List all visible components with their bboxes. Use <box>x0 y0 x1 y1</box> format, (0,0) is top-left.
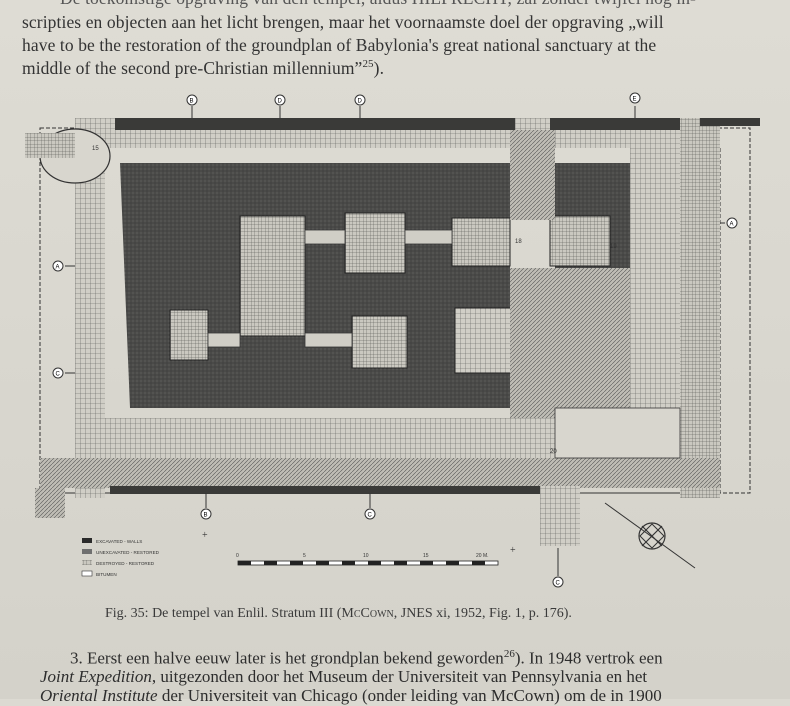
text-line-3: middle of the second pre-Christian mille… <box>22 58 384 79</box>
plus-mark-left: + <box>202 530 208 541</box>
scale-bar: 0 5 10 15 20 M. <box>236 553 499 566</box>
plus-mark-right: + <box>510 545 516 556</box>
scale-label-10: 10 <box>363 553 369 559</box>
svg-text:C: C <box>368 513 373 519</box>
room-18-label: 18 <box>515 239 522 245</box>
body-line-1-a: 3. Eerst een halve eeuw later is het gro… <box>70 648 504 668</box>
section-marker-right: A <box>720 217 738 229</box>
section-marker-left-1: A <box>52 260 75 272</box>
legend-label-bitumen: BITUMEN <box>96 572 117 577</box>
legend-swatch-unexcavated <box>82 549 92 554</box>
section-marker-left-2: C <box>52 367 75 379</box>
svg-text:A: A <box>56 265 60 271</box>
body-line-3-b: der Universiteit van Chicago (onder leid… <box>157 686 662 705</box>
legend-swatch-destroyed <box>82 560 92 565</box>
section-marker-top-1: B <box>186 94 198 118</box>
svg-text:E: E <box>633 97 637 103</box>
text-line-2: have to be the restoration of the ground… <box>22 35 657 55</box>
compass-icon <box>604 502 696 569</box>
figure-caption: Fig. 35: De tempel van Enlil. Stratum II… <box>105 606 572 622</box>
scale-label-15: 15 <box>423 553 429 559</box>
body-line-2-b: , uitgezonden door het Museum der Univer… <box>151 667 648 686</box>
text-line-0: De toekomstige opgraving van den tempel,… <box>60 0 696 9</box>
body-line-1-b: ). In 1948 vertrok een <box>514 648 663 668</box>
room-19-label: 19 <box>610 244 617 250</box>
text-line-1: scripties en objecten aan het licht bren… <box>22 12 664 32</box>
section-marker-top-2: D <box>274 94 286 118</box>
scale-label-5: 5 <box>303 553 306 559</box>
caption-author: McCown <box>341 606 394 621</box>
svg-text:D: D <box>358 99 363 105</box>
svg-text:C: C <box>56 372 61 378</box>
caption-rest: , JNES xi, 1952, Fig. 1, p. 176). <box>393 606 572 621</box>
body-line-2: Joint Expedition, uitgezonden door het M… <box>40 667 647 687</box>
svg-text:A: A <box>730 222 734 228</box>
svg-text:B: B <box>190 99 194 105</box>
legend-swatch-excavated <box>82 538 92 543</box>
section-marker-bottom-1: B <box>200 493 212 520</box>
body-line-3: Oriental Institute der Universiteit van … <box>40 686 662 706</box>
body-line-1: 3. Eerst een halve eeuw later is het gro… <box>70 648 663 669</box>
body-line-3-italic: Oriental Institute <box>40 686 158 705</box>
svg-text:B: B <box>204 513 208 519</box>
legend-swatch-bitumen <box>81 570 93 577</box>
room-20-label: 20 <box>550 449 557 455</box>
svg-text:D: D <box>278 99 283 105</box>
text-line-3-end: ). <box>373 58 385 78</box>
legend-label-unexcavated: UNEXCAVATED - RESTORED <box>96 550 160 555</box>
temple-ground-plan: 15 20 18 19 <box>20 88 780 593</box>
footnote-ref-26: 26 <box>503 648 515 660</box>
section-marker-top-3: D <box>354 94 366 118</box>
section-marker-bottom-3: C <box>552 548 564 588</box>
ground-plan-drawing: 15 20 18 19 <box>25 92 760 588</box>
footnote-ref-25: 25 <box>362 58 374 71</box>
legend-label-destroyed: DESTROYED - RESTORED <box>96 561 155 566</box>
svg-text:C: C <box>556 581 561 587</box>
scale-label-20: 20 M. <box>476 553 489 559</box>
body-line-2-italic: Joint Expedition <box>40 667 152 686</box>
text-line-3-body: middle of the second pre-Christian mille… <box>22 58 363 78</box>
section-marker-top-4: E <box>629 92 641 118</box>
room-15-label: 15 <box>92 146 99 152</box>
scale-label-0: 0 <box>236 553 239 559</box>
caption-prefix: Fig. 35: De tempel van Enlil. Stratum II… <box>105 606 342 621</box>
section-marker-bottom-2: C <box>364 493 376 520</box>
legend-label-excavated: EXCAVATED - WALLS <box>96 539 142 544</box>
